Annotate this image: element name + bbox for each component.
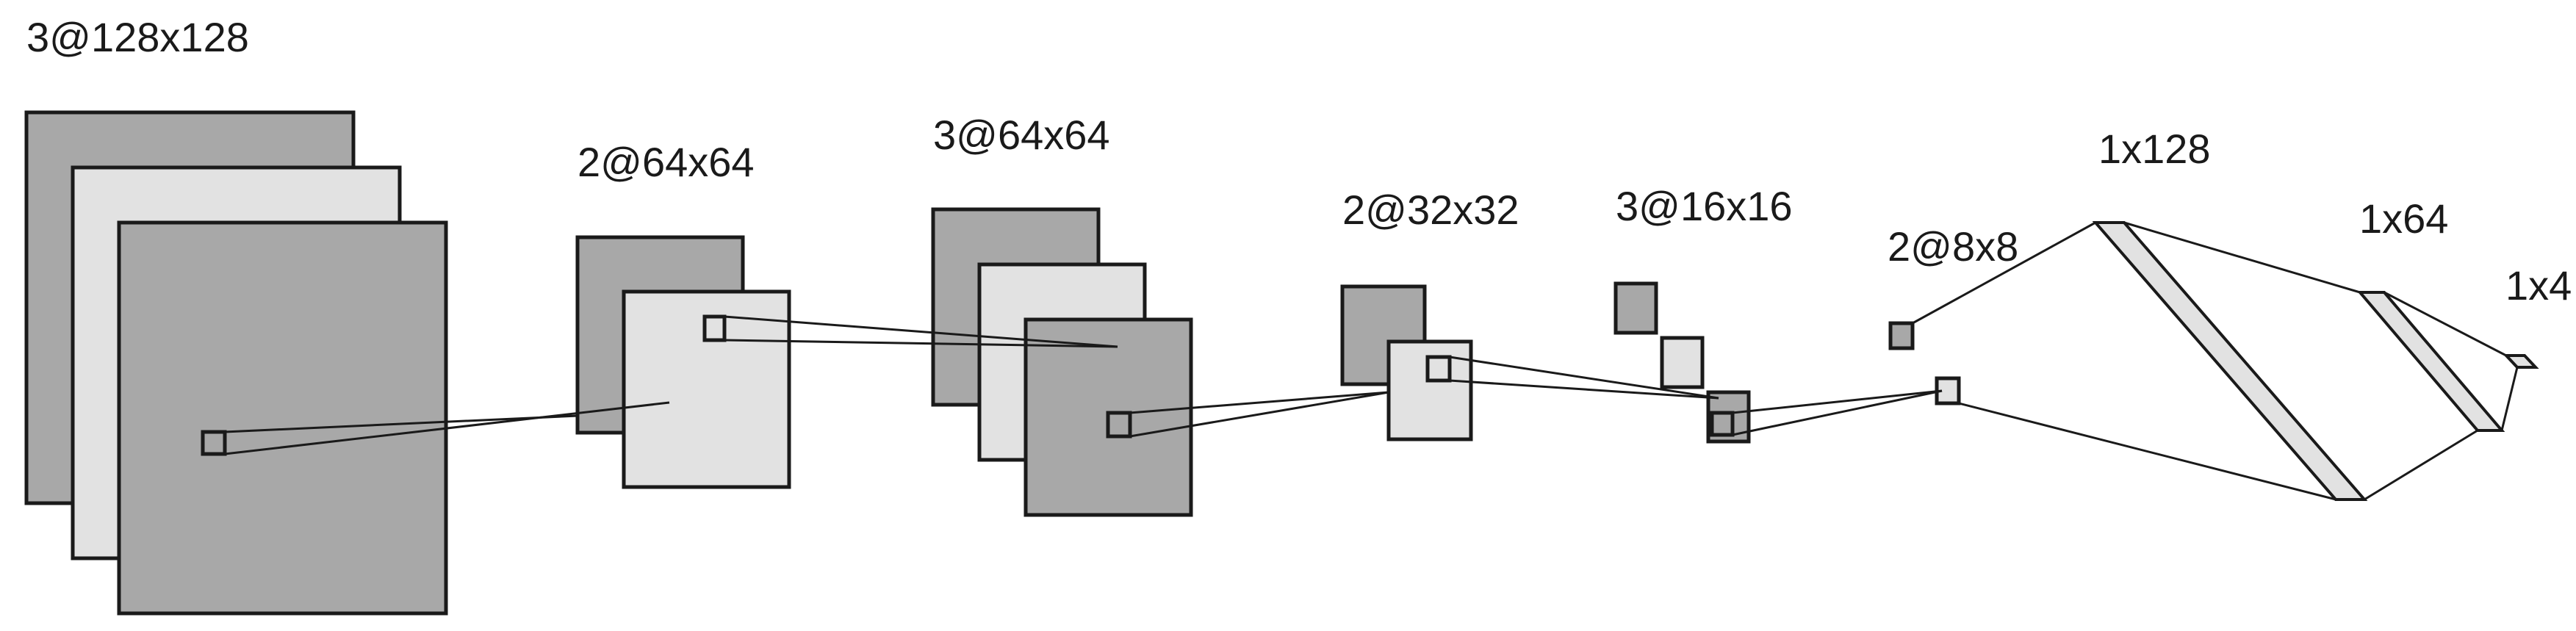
connection-line bbox=[2500, 367, 2519, 431]
layer-label: 1x4 bbox=[2505, 262, 2572, 309]
layer-pool1: 2@32x32 bbox=[1340, 187, 1519, 441]
connection-line bbox=[1958, 402, 2336, 501]
connection-line bbox=[1912, 221, 2096, 325]
layer-pool2: 2@8x8 bbox=[1888, 223, 2018, 405]
connection-line bbox=[2123, 221, 2361, 294]
layer-fc1: 1x128 bbox=[2092, 126, 2368, 501]
connection-line bbox=[1732, 389, 1943, 436]
connection-line bbox=[1129, 391, 1389, 414]
feature-map bbox=[117, 220, 448, 616]
connections bbox=[224, 221, 2519, 501]
kernel-window bbox=[1710, 411, 1735, 437]
layer-input: 3@128x128 bbox=[24, 14, 448, 616]
feature-map bbox=[1888, 321, 1915, 350]
layer-output: 1x4 bbox=[2503, 262, 2572, 369]
dense-layer-bar bbox=[2503, 354, 2539, 369]
layer-conv3: 3@16x16 bbox=[1613, 183, 1793, 444]
layer-conv1: 2@64x64 bbox=[575, 139, 791, 489]
layer-label: 3@16x16 bbox=[1616, 183, 1793, 229]
kernel-window bbox=[201, 430, 227, 456]
layer-label: 2@32x32 bbox=[1342, 187, 1519, 233]
layer-conv2: 3@64x64 bbox=[931, 112, 1193, 517]
feature-map bbox=[1660, 336, 1705, 389]
layer-label: 3@128x128 bbox=[26, 14, 249, 60]
connection-line bbox=[2383, 291, 2507, 357]
layer-label: 3@64x64 bbox=[933, 112, 1110, 158]
dense-layer-bar bbox=[2356, 291, 2505, 432]
connection-line bbox=[1129, 391, 1389, 438]
kernel-window bbox=[1106, 411, 1132, 439]
connection-line bbox=[1449, 379, 1719, 400]
dense-layer-bar bbox=[2092, 221, 2368, 501]
connection-line bbox=[1732, 389, 1943, 414]
connection-line bbox=[224, 414, 579, 433]
kernel-window bbox=[702, 314, 727, 342]
layer-fc2: 1x64 bbox=[2356, 195, 2505, 432]
layer-label: 1x64 bbox=[2359, 195, 2448, 242]
layer-label: 1x128 bbox=[2098, 126, 2211, 172]
connection-line bbox=[2364, 429, 2478, 501]
connection-line bbox=[224, 401, 670, 455]
connection-line bbox=[724, 339, 1118, 348]
feature-map bbox=[1613, 281, 1658, 335]
kernel-window bbox=[1425, 355, 1452, 383]
connection-line bbox=[1449, 356, 1719, 400]
layer-label: 2@8x8 bbox=[1888, 223, 2018, 270]
layer-label: 2@64x64 bbox=[578, 139, 755, 185]
connection-line bbox=[724, 315, 1118, 348]
